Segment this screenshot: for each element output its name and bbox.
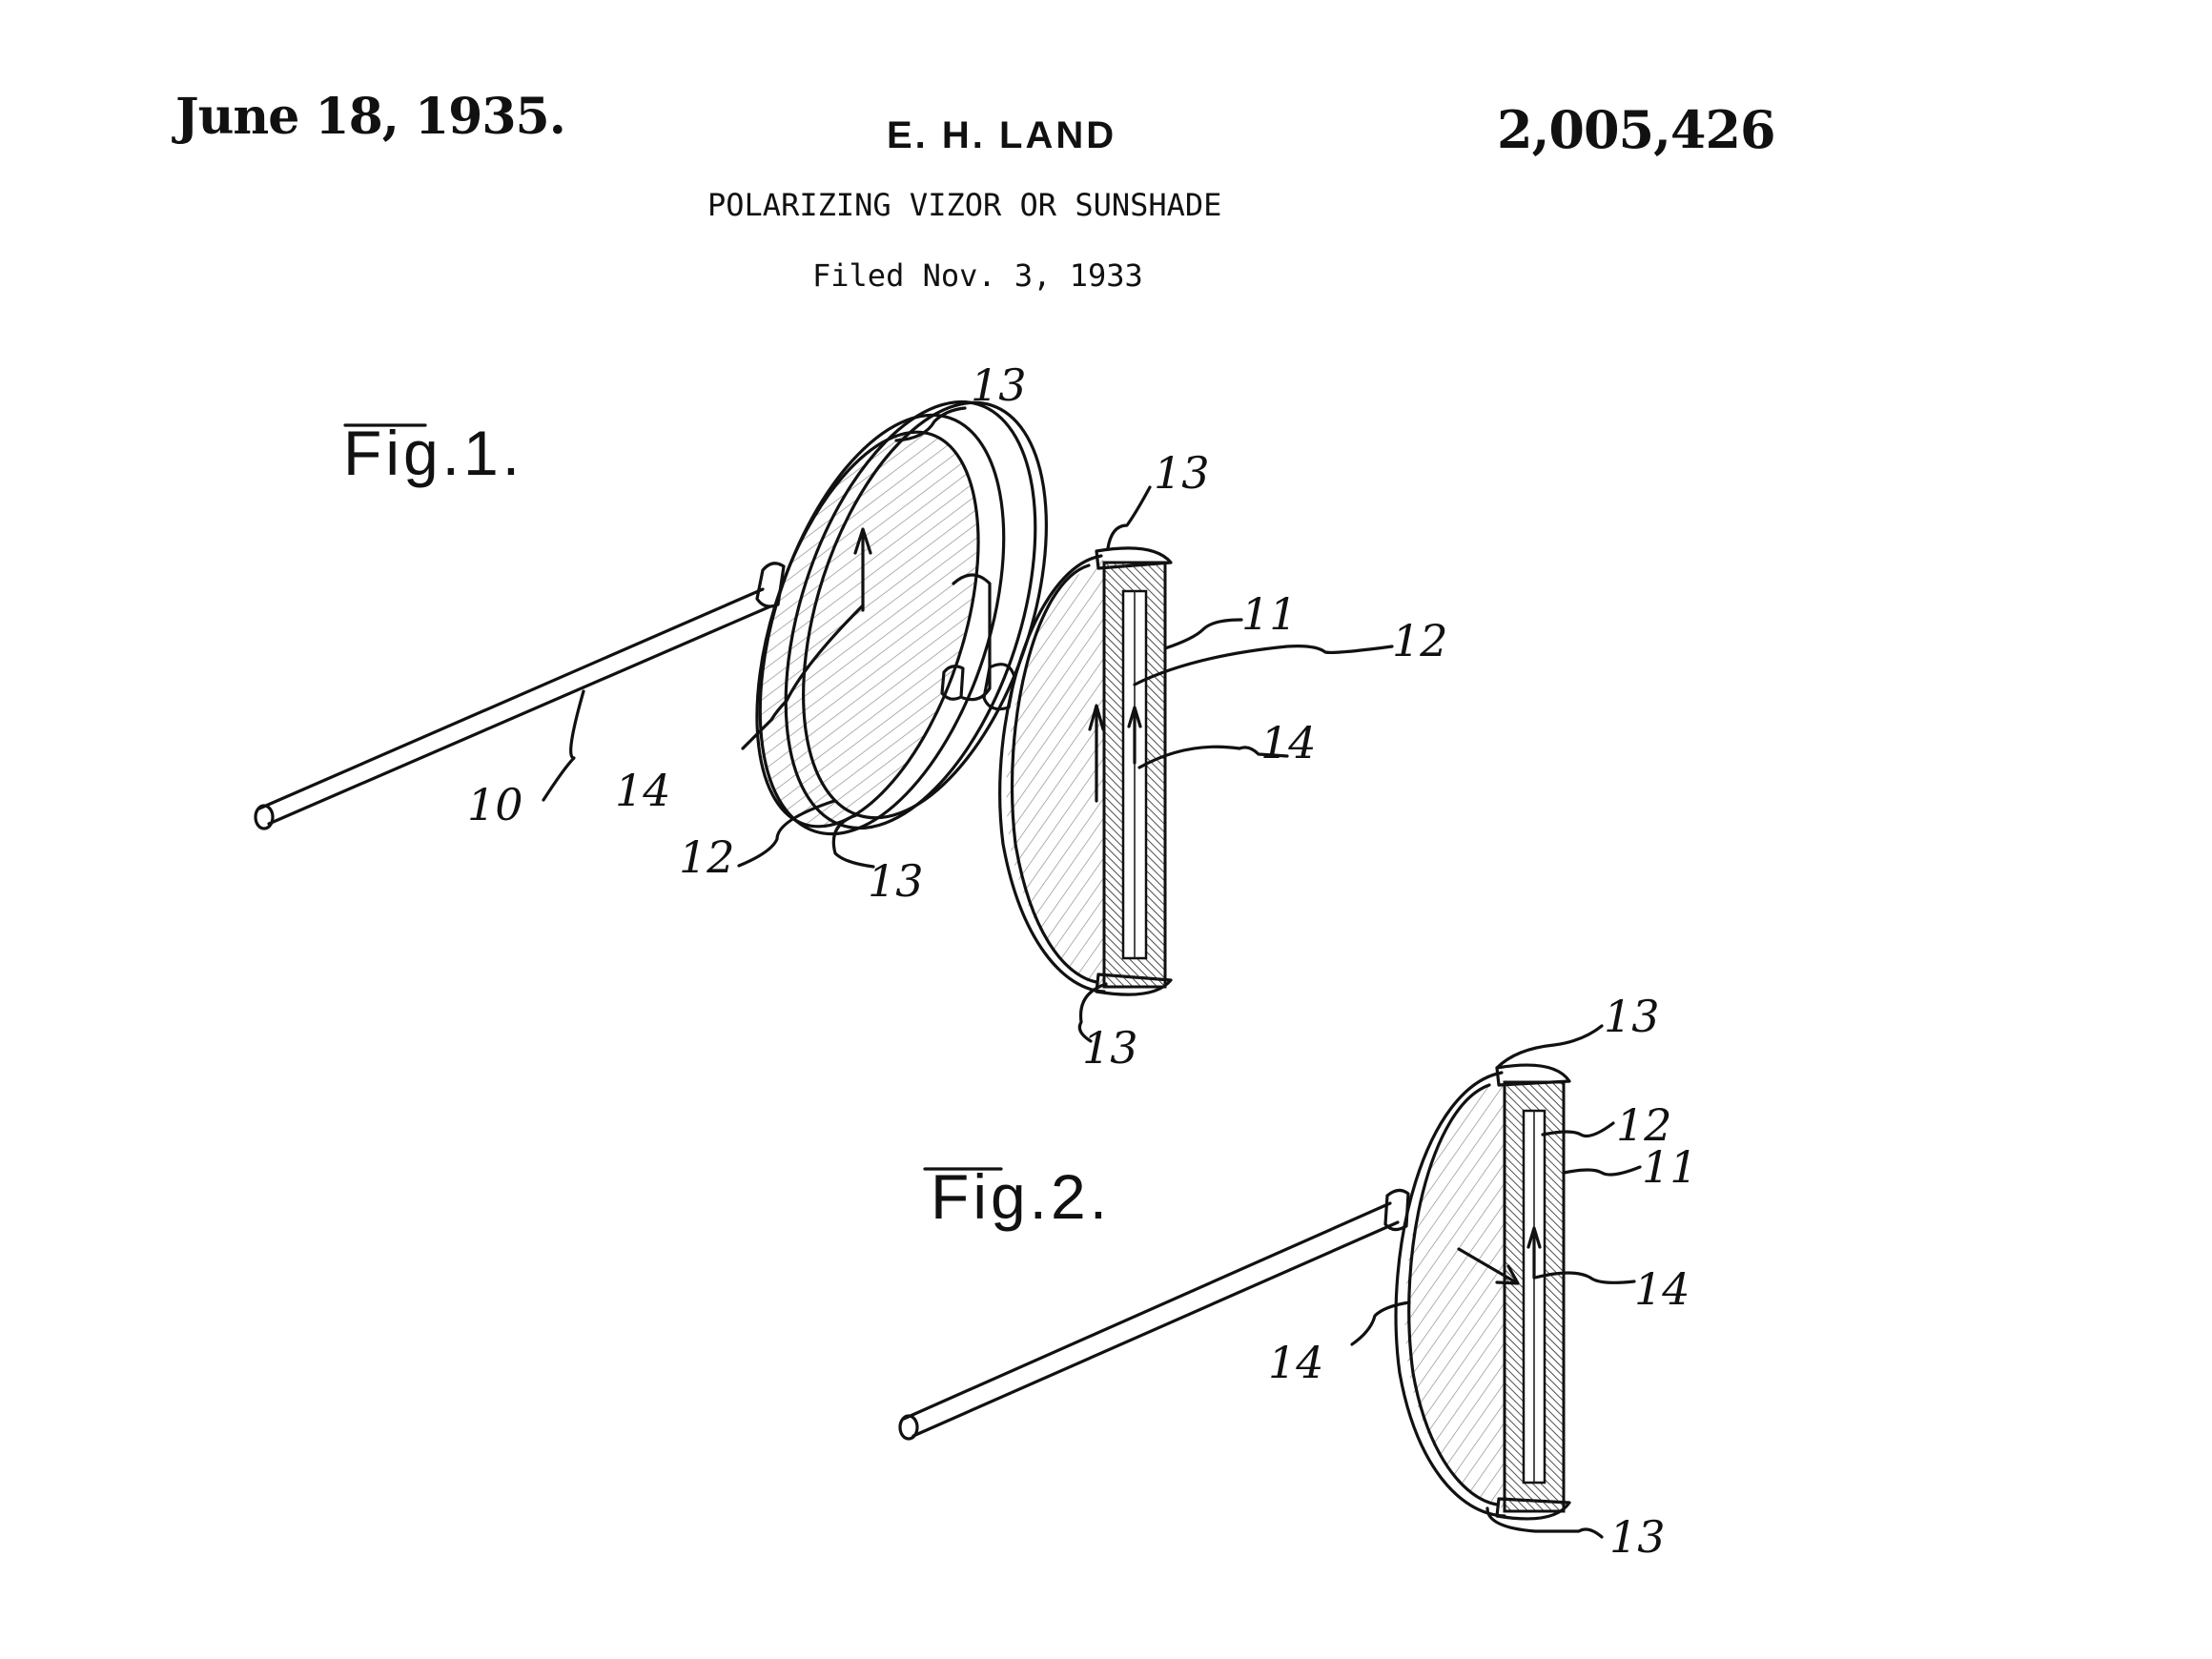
fig2-label-13-bottom: 13 [1609, 1511, 1666, 1563]
fig1-label-13-top: 13 [971, 359, 1027, 411]
fig2-handle-rod [898, 1188, 1410, 1441]
fig1-leader-lines [542, 406, 1394, 1043]
patent-number: 2,005,426 [1497, 99, 1776, 160]
fig1-label-12-section: 12 [1392, 615, 1448, 666]
front-lens [755, 399, 1048, 836]
handle-rod [254, 587, 772, 830]
inventor-name: E. H. LAND [887, 114, 1117, 156]
fig1-label-13-section-bottom: 13 [1082, 1022, 1138, 1074]
figure-1: Fig.1. [254, 359, 1448, 1074]
sectional-view [982, 546, 1173, 996]
fig1-label-12-lens: 12 [679, 831, 735, 883]
fig2-label-12: 12 [1616, 1099, 1672, 1151]
fig1-label-13-section-top: 13 [1154, 447, 1210, 499]
filed-date: Filed Nov. 3, 1933 [812, 257, 1143, 294]
fig2-label-14-left: 14 [1268, 1337, 1324, 1388]
fig1-label-10: 10 [467, 779, 523, 830]
fig2-leader-lines [1350, 1024, 1642, 1539]
fig1-label-14-section: 14 [1260, 717, 1317, 768]
fig2-caption: Fig.2. [931, 1161, 1111, 1232]
patent-date: June 18, 1935. [175, 88, 566, 146]
patent-title: POLARIZING VIZOR OR SUNSHADE [707, 187, 1222, 223]
fig2-sectional-view [1394, 1063, 1571, 1521]
fig2-label-14-right: 14 [1634, 1263, 1690, 1315]
fig1-caption: Fig.1. [343, 418, 523, 488]
fig1-label-14-lens: 14 [615, 765, 671, 816]
fig2-label-13-top: 13 [1604, 991, 1660, 1042]
fig1-label-13-lens-bottom: 13 [868, 855, 924, 907]
fig1-label-11: 11 [1241, 588, 1298, 640]
fig2-label-11: 11 [1642, 1141, 1698, 1193]
figure-2: Fig.2. [898, 991, 1698, 1563]
